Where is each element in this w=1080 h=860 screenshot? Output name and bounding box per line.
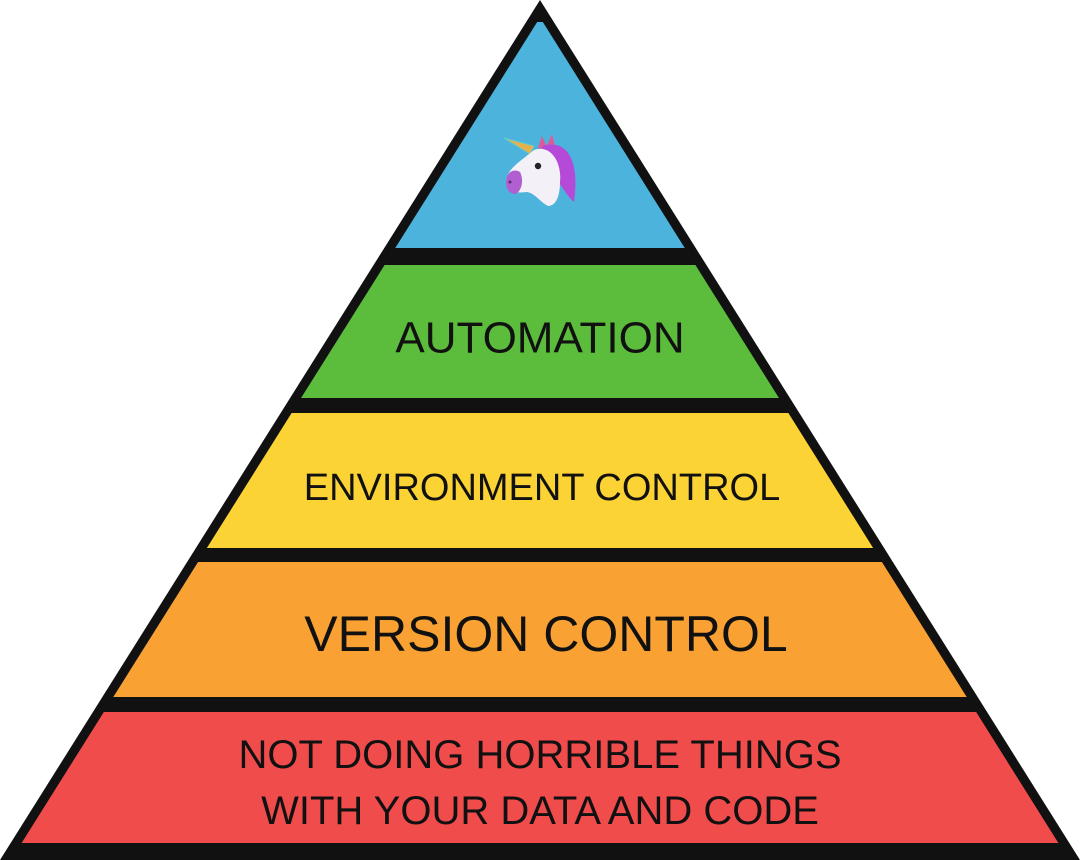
tier-not-doing-horrible-things xyxy=(21,712,1059,843)
tier-label-automation: AUTOMATION xyxy=(395,314,684,363)
tier-automation xyxy=(301,265,779,398)
tier-environment-control xyxy=(206,413,874,548)
tier-version-control xyxy=(113,562,967,697)
tier-peak xyxy=(395,22,685,248)
tier-label-environment-control: ENVIRONMENT CONTROL xyxy=(304,467,780,509)
tier-label-version-control: VERSION CONTROL xyxy=(304,606,787,662)
tier-label-bottom-line-1: NOT DOING HORRIBLE THINGS xyxy=(238,733,841,777)
tier-label-bottom-line-2: WITH YOUR DATA AND CODE xyxy=(261,789,819,833)
unicorn-icon xyxy=(503,134,576,206)
